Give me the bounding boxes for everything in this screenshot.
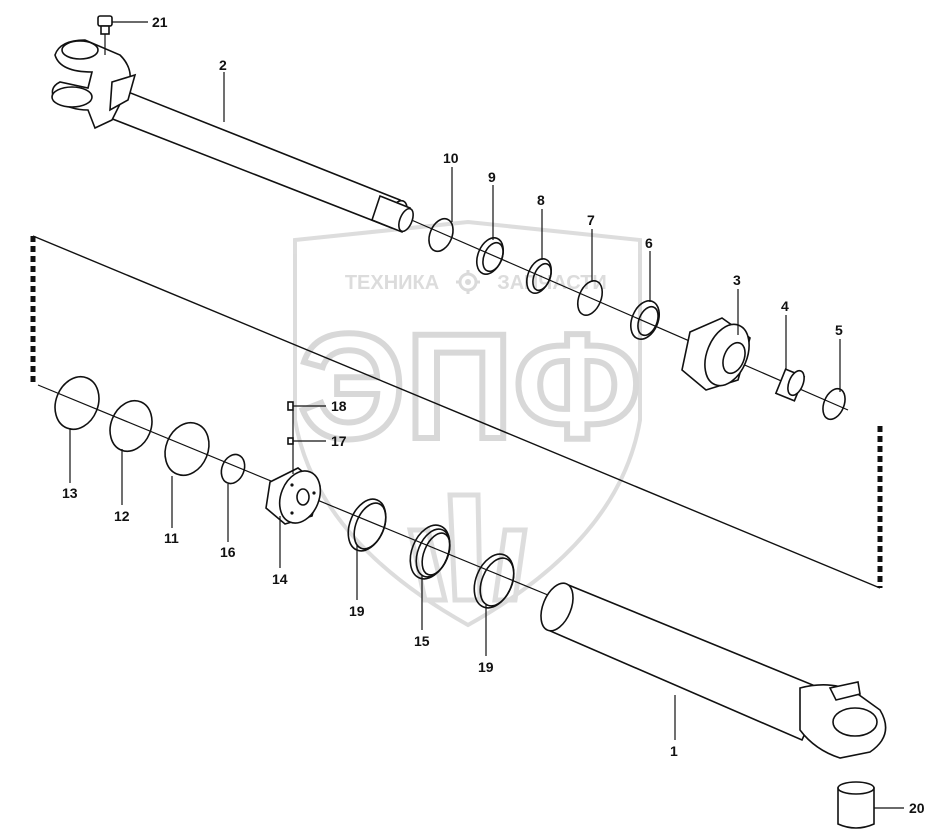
o-ring-11 <box>164 421 210 477</box>
watermark: ТЕХНИКА ЗАПЧАСТИ ЭПФ <box>293 219 644 628</box>
callout-labels: 21 2 10 9 8 7 6 3 4 5 18 17 13 12 11 16 … <box>62 14 925 816</box>
pin-17 <box>287 437 294 445</box>
callout-19-a: 19 <box>349 603 365 619</box>
callout-9: 9 <box>488 169 496 185</box>
piston-rod <box>51 39 414 234</box>
grease-nipple <box>97 15 113 55</box>
bushing <box>774 368 806 402</box>
ring-6 <box>630 300 660 340</box>
callout-1: 1 <box>670 743 678 759</box>
cylinder-head <box>681 317 751 391</box>
piston <box>265 467 322 525</box>
o-ring-12 <box>109 399 153 453</box>
callout-13: 13 <box>62 485 78 501</box>
sleeve-bushing <box>837 781 875 829</box>
o-ring-16 <box>220 453 246 485</box>
callout-20: 20 <box>909 800 925 816</box>
gear-icon <box>456 270 480 294</box>
o-ring-13 <box>54 375 100 431</box>
cylinder-tube <box>540 582 887 759</box>
callout-21: 21 <box>152 14 168 30</box>
callout-7: 7 <box>587 212 595 228</box>
guide-ring-19-b <box>473 553 515 609</box>
assembly-bracket <box>30 235 883 589</box>
callout-2: 2 <box>219 57 227 73</box>
callout-16: 16 <box>220 544 236 560</box>
ring-8 <box>525 258 553 294</box>
callout-18: 18 <box>331 398 347 414</box>
ring-10 <box>428 217 454 253</box>
pin-18 <box>287 401 294 411</box>
watermark-text-left: ТЕХНИКА <box>345 272 439 294</box>
callout-19-b: 19 <box>478 659 494 675</box>
leader-lines <box>69 21 904 809</box>
callout-3: 3 <box>733 272 741 288</box>
callout-4: 4 <box>781 298 789 314</box>
guide-ring-19-a <box>347 498 387 552</box>
callout-17: 17 <box>331 433 347 449</box>
watermark-wheat-ornament <box>406 492 528 603</box>
callout-10: 10 <box>443 150 459 166</box>
watermark-text-right: ЗАПЧАСТИ <box>497 272 607 294</box>
callout-14: 14 <box>272 571 288 587</box>
watermark-logo-letters: ЭПФ <box>299 302 642 470</box>
callout-11: 11 <box>164 530 179 546</box>
callout-15: 15 <box>414 633 430 649</box>
ring-9 <box>475 237 505 275</box>
callout-12: 12 <box>114 508 130 524</box>
piston-seal-15 <box>409 524 451 580</box>
callout-8: 8 <box>537 192 545 208</box>
callout-6: 6 <box>645 235 653 251</box>
callout-5: 5 <box>835 322 843 338</box>
ring-7 <box>576 280 604 316</box>
